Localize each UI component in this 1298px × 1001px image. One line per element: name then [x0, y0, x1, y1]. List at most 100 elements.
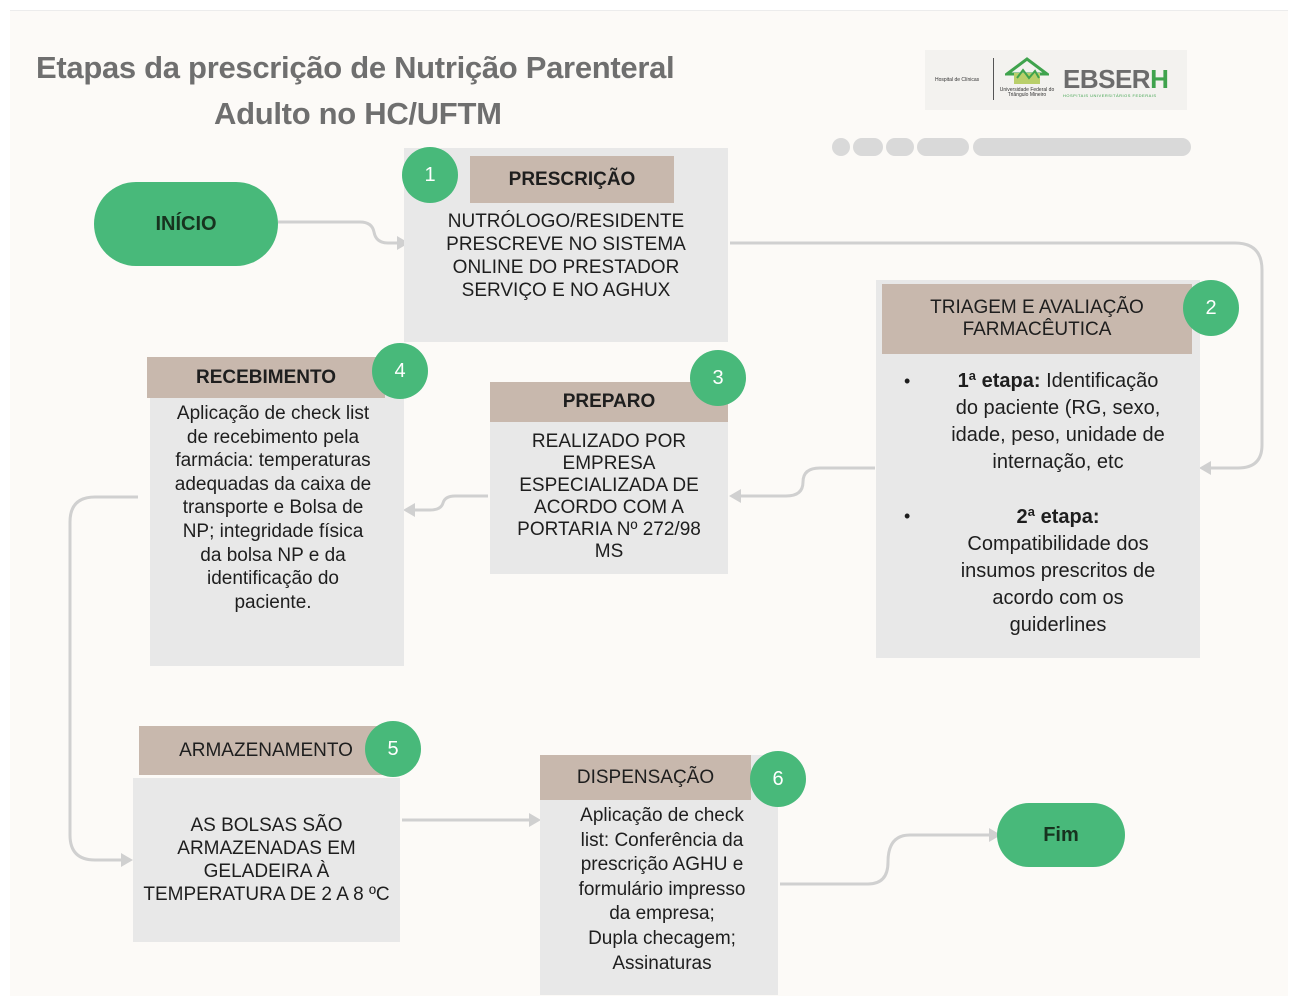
step-armazenamento-body: AS BOLSAS SÃO ARMAZENADAS EM GELADEIRA À… — [133, 814, 400, 906]
logo-ebserh-subtitle: HOSPITAIS UNIVERSITÁRIOS FEDERAIS — [1063, 93, 1157, 98]
arrowhead-prescricao — [397, 236, 409, 250]
step-triagem-title-line: FARMACÊUTICA — [962, 319, 1112, 340]
step-recebimento-line: transporte e Bolsa de — [182, 497, 364, 519]
title-line-2: Adulto no HC/UFTM — [214, 96, 502, 131]
arrowhead-triagem — [1199, 461, 1211, 475]
hospital-logo: Hospital de Clínicas Universidade Federa… — [925, 50, 1187, 110]
logo-hospital-text: Hospital de Clínicas — [935, 77, 980, 83]
step-dispensacao-line: da empresa; — [609, 903, 715, 925]
step-2-badge: 2 — [1183, 280, 1239, 336]
progress-segment-1 — [832, 138, 850, 156]
arrowhead-preparo — [729, 489, 741, 503]
progress-segment-4 — [917, 138, 969, 156]
progress-segment-2 — [853, 138, 883, 156]
step-4-badge: 4 — [372, 343, 428, 399]
step-preparo-line: ESPECIALIZADA DE — [519, 475, 699, 496]
bullet-2-label: 2ª etapa: — [1016, 506, 1100, 528]
step-triagem-header: TRIAGEM E AVALIAÇÃO FARMACÊUTICA — [882, 284, 1192, 354]
step-recebimento-line: NP; integridade física — [182, 520, 364, 542]
step-armazenamento-line: ARMAZENADAS EM — [177, 838, 356, 859]
step-triagem-title-line: TRIAGEM E AVALIAÇÃO — [930, 297, 1144, 318]
connector-preparo-recebimento — [412, 494, 488, 512]
arrowhead-recebimento — [403, 503, 415, 517]
progress-segment-3 — [886, 138, 914, 156]
step-1-badge: 1 — [402, 147, 458, 203]
step-triagem-bullet-1: 1ª etapa: Identificação do paciente (RG,… — [926, 368, 1190, 476]
step-preparo-header: PREPARO — [490, 382, 728, 422]
step-triagem-bullet-2: 2ª etapa: Compatibilidade dos insumos pr… — [926, 504, 1190, 639]
start-label: INÍCIO — [155, 212, 217, 235]
step-armazenamento-line: AS BOLSAS SÃO — [190, 815, 343, 836]
step-prescricao-line: PRESCREVE NO SISTEMA — [446, 234, 686, 255]
logo-divider — [993, 58, 994, 100]
step-dispensacao-line: prescrição AGHU e — [580, 854, 744, 876]
step-armazenamento-card — [133, 778, 400, 942]
step-preparo-line: REALIZADO POR — [531, 431, 687, 452]
connector-prescricao-triagem — [730, 241, 1264, 470]
step-recebimento-body: Aplicação de check list de recebimento p… — [150, 402, 396, 614]
title-line-1: Etapas da prescrição de Nutrição Parente… — [36, 50, 675, 85]
progress-segment-5 — [973, 138, 1191, 156]
step-preparo-line: PORTARIA Nº 272/98 — [517, 519, 701, 540]
step-5-badge: 5 — [365, 721, 421, 777]
step-prescricao-line: ONLINE DO PRESTADOR — [452, 257, 680, 278]
step-dispensacao-line: Aplicação de check — [580, 805, 744, 826]
bullet-2-line: Compatibilidade dos — [967, 533, 1149, 555]
logo-ebserh-main: EBSER — [1063, 64, 1151, 94]
connector-triagem-preparo — [738, 466, 875, 498]
step-prescricao-line: SERVIÇO E NO AGHUX — [461, 280, 671, 301]
logo-ebserh-h: H — [1150, 64, 1169, 94]
step-armazenamento-line: GELADEIRA À — [203, 861, 330, 882]
step-preparo-line: EMPRESA — [562, 453, 656, 474]
end-label: Fim — [1043, 823, 1079, 846]
bullet-1-first-line: Identificação — [1040, 370, 1159, 392]
step-prescricao-line: NUTRÓLOGO/RESIDENTE — [447, 211, 685, 232]
step-recebimento-line: paciente. — [234, 591, 312, 613]
step-prescricao-body: NUTRÓLOGO/RESIDENTE PRESCREVE NO SISTEMA… — [404, 210, 728, 302]
step-recebimento-header: RECEBIMENTO — [147, 357, 385, 398]
bullet-2-line: guiderlines — [1009, 614, 1107, 636]
connector-recebimento-armazenamento — [68, 495, 138, 862]
arrowhead-fim — [989, 828, 1001, 842]
arrowhead-dispensacao — [529, 813, 541, 827]
step-recebimento-line: Aplicação de check list — [176, 403, 370, 424]
step-dispensacao-body: Aplicação de check list: Conferência da … — [540, 804, 784, 976]
step-armazenamento-line: TEMPERATURA DE 2 A 8 ºC — [143, 884, 390, 905]
bullet-dot-2: • — [904, 506, 911, 526]
step-recebimento-line: de recebimento pela — [186, 426, 360, 448]
start-node: INÍCIO — [94, 182, 278, 266]
connector-dispensacao-fim — [780, 833, 990, 886]
logo-university-text: Universidade Federal do Triângulo Mineir… — [999, 87, 1055, 98]
step-recebimento-card — [150, 357, 404, 666]
step-recebimento-line: identificação do — [206, 568, 340, 590]
step-dispensacao-line: Assinaturas — [612, 952, 712, 974]
arrowhead-armazenamento — [121, 853, 133, 867]
step-dispensacao-line: Dupla checagem; — [588, 927, 736, 949]
logo-ebserh: EBSERH — [1063, 64, 1169, 95]
bullet-2-line: insumos prescritos de — [960, 560, 1156, 582]
step-prescricao-header: PRESCRIÇÃO — [470, 156, 674, 203]
end-node: Fim — [997, 803, 1125, 867]
step-dispensacao-line: formulário impresso — [578, 878, 746, 900]
step-recebimento-line: da bolsa NP e da — [200, 544, 346, 566]
bullet-dot-1: • — [904, 371, 911, 391]
step-preparo-line: ACORDO COM A — [534, 497, 684, 518]
step-armazenamento-header: ARMAZENAMENTO — [139, 726, 393, 775]
bullet-1-line: internação, etc — [992, 451, 1124, 473]
step-preparo-body: REALIZADO POR EMPRESA ESPECIALIZADA DE A… — [490, 431, 728, 563]
step-3-badge: 3 — [690, 350, 746, 406]
bullet-1-label: 1ª etapa: — [957, 370, 1041, 392]
bullet-1-line: idade, peso, unidade de — [951, 424, 1165, 446]
bullet-2-line: acordo com os — [992, 587, 1124, 609]
step-preparo-line: MS — [594, 541, 624, 562]
step-recebimento-line: farmácia: temperaturas — [175, 450, 371, 472]
step-dispensacao-line: list: Conferência da — [580, 829, 744, 851]
bullet-1-line: do paciente (RG, sexo, — [955, 397, 1161, 419]
step-dispensacao-header: DISPENSAÇÃO — [540, 755, 751, 800]
step-6-badge: 6 — [750, 751, 806, 807]
step-recebimento-line: adequadas da caixa de — [174, 473, 372, 495]
logo-house-icon — [1005, 57, 1049, 84]
connector-inicio-prescricao — [278, 220, 398, 245]
